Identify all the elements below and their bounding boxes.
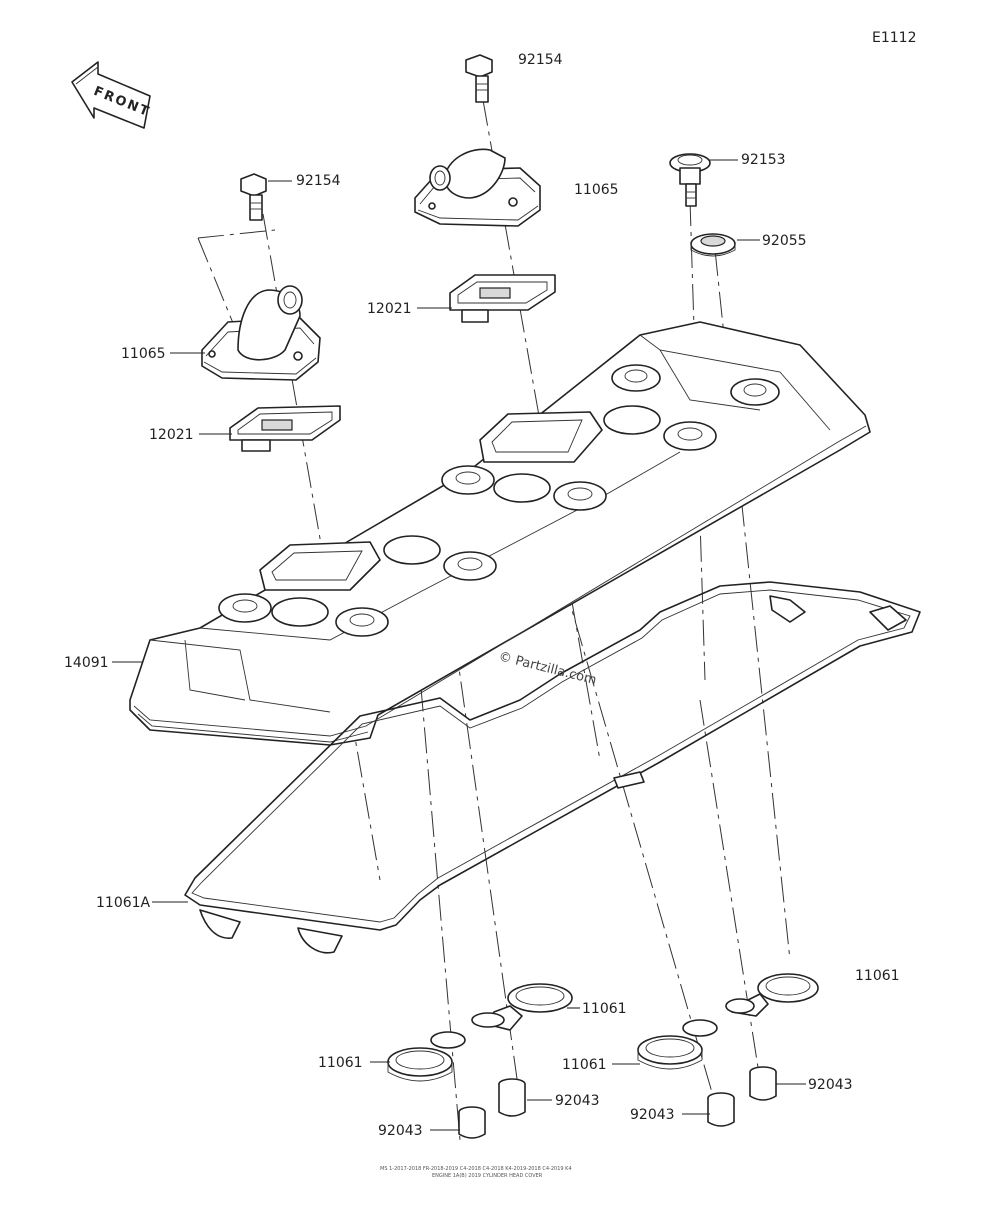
dowel-92043-mid[interactable] — [498, 1078, 526, 1117]
bolt-92154-top[interactable] — [465, 54, 493, 103]
label-plate-top: 12021 — [367, 301, 412, 317]
label-seal-left: 11061 — [318, 1055, 363, 1071]
label-gasket-main: 11061A — [96, 895, 151, 911]
label-cap-left: 11065 — [121, 346, 166, 362]
dowel-92043-left[interactable] — [458, 1106, 486, 1139]
label-dowel-left: 92043 — [378, 1123, 423, 1139]
breather-cap-11065-left[interactable] — [201, 285, 321, 381]
dowel-92043-right[interactable] — [749, 1066, 777, 1101]
label-washer-right: 92055 — [762, 233, 807, 249]
label-plate-left: 12021 — [149, 427, 194, 443]
label-dowel-right: 92043 — [808, 1077, 853, 1093]
label-cover: 14091 — [64, 655, 109, 671]
label-dowel-mid: 92043 — [555, 1093, 600, 1109]
label-seal-right-far: 11061 — [855, 968, 900, 984]
seal-11061-right[interactable] — [637, 1019, 718, 1070]
seal-11061-left[interactable] — [387, 1031, 466, 1082]
reed-plate-12021-top[interactable] — [449, 274, 556, 323]
seal-11061-mid[interactable] — [471, 983, 573, 1031]
breather-cap-11065-top[interactable] — [414, 148, 541, 227]
label-dowel-right-lower: 92043 — [630, 1107, 675, 1123]
dowel-92043-right-lower[interactable] — [707, 1092, 735, 1127]
label-seal-mid: 11061 — [582, 1001, 627, 1017]
label-bolt-right: 92153 — [741, 152, 786, 168]
bolt-92154-left[interactable] — [240, 173, 267, 221]
label-bolt-top: 92154 — [518, 52, 563, 68]
label-seal-right: 11061 — [562, 1057, 607, 1073]
seal-11061-right-far[interactable] — [725, 973, 819, 1017]
reed-plate-12021-left[interactable] — [229, 405, 341, 452]
leader-lines — [112, 159, 806, 1131]
diagram-code: E1112 — [872, 30, 916, 46]
bolt-92153-right[interactable] — [669, 153, 711, 207]
label-bolt-left: 92154 — [296, 173, 341, 189]
footer-line-1: MS 1-2017-2018 FR-2018-2019 C4-2018 C4-2… — [380, 1166, 572, 1172]
label-cap-top: 11065 — [574, 182, 619, 198]
gasket-11061a[interactable] — [184, 581, 921, 954]
footer-line-2: ENGINE 1A(B) 2019 CYLINDER HEAD COVER — [432, 1173, 543, 1179]
washer-92055[interactable] — [690, 233, 736, 257]
front-direction-arrow: FRONT — [71, 61, 152, 129]
cylinder-head-cover-14091[interactable] — [129, 321, 871, 746]
